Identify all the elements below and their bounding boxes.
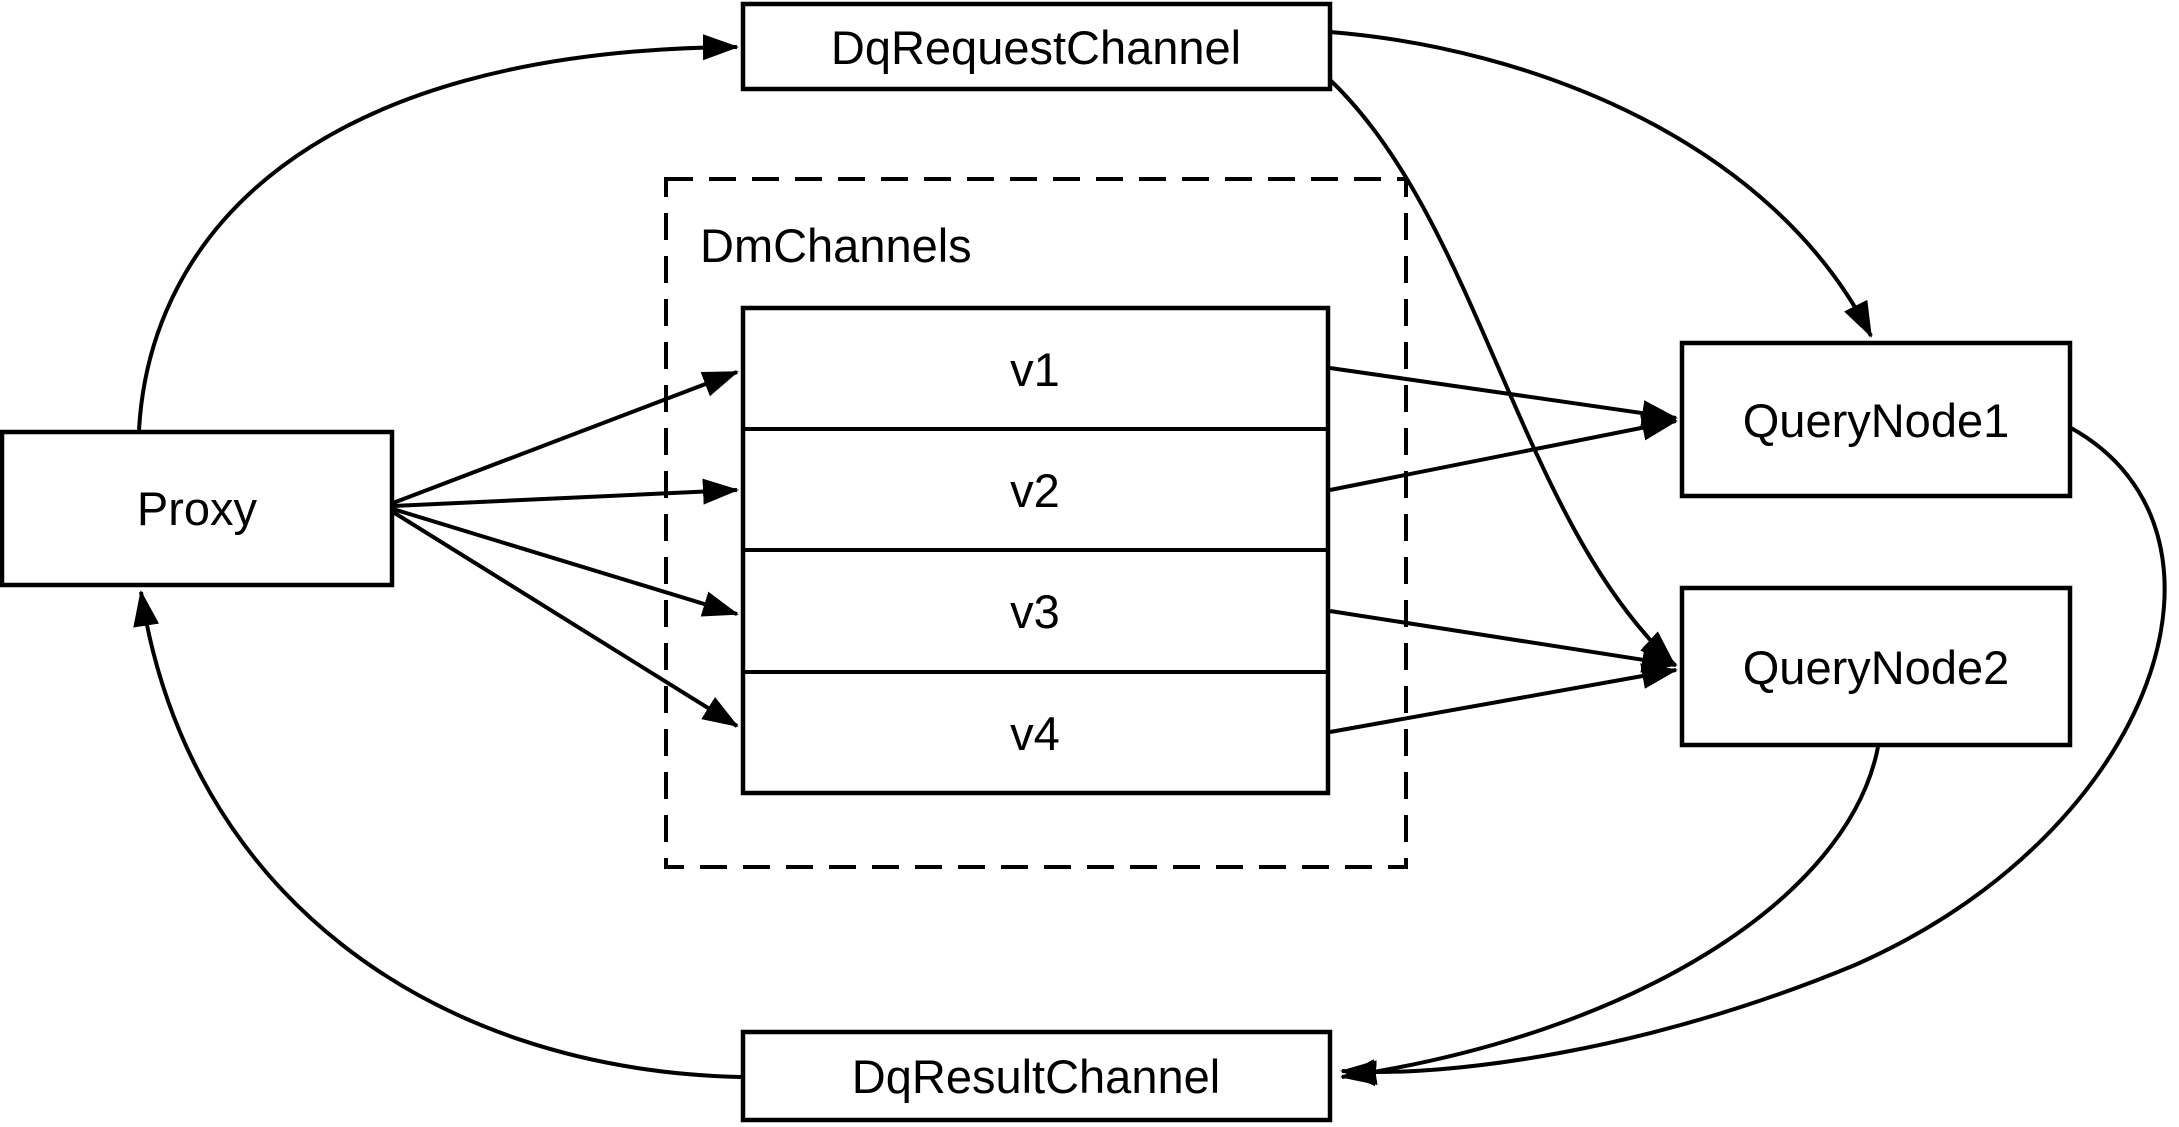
dm-channels-dashed-box — [664, 177, 1408, 869]
channel-v4-label: v4 — [1010, 707, 1060, 760]
edge-v2-to-query-node1 — [1329, 414, 1678, 492]
edge-proxy-to-dq-request-channel — [137, 34, 739, 431]
proxy-box — [0, 429, 395, 588]
dq-result-channel-box — [740, 1029, 1333, 1123]
proxy-label: Proxy — [137, 482, 258, 535]
node-proxy: Proxy — [0, 429, 395, 588]
dq-result-channel-label: DqResultChannel — [852, 1050, 1220, 1103]
dq-request-channel-box — [740, 1, 1333, 92]
edge-dq-request-channel-to-query-node1 — [1329, 30, 1873, 338]
edge-proxy-to-v3 — [392, 507, 739, 617]
edges-layer — [133, 30, 2167, 1087]
edge-v3-to-query-node2 — [1329, 609, 1678, 673]
node-dq-request-channel: DqRequestChannel — [740, 1, 1333, 92]
channel-v3-label: v3 — [1010, 585, 1060, 638]
node-dq-result-channel: DqResultChannel — [740, 1029, 1333, 1123]
edge-dq-request-channel-to-query-node2 — [1326, 76, 1676, 666]
query-node2-label: QueryNode2 — [1743, 641, 2010, 694]
query-node2-box — [1679, 585, 2073, 748]
query-node1-box — [1679, 340, 2073, 499]
edge-proxy-to-v4 — [391, 510, 739, 728]
edge-query-node2-to-dq-result-channel — [1340, 746, 1880, 1085]
edge-proxy-to-v2 — [392, 478, 739, 508]
node-query-node2: QueryNode2 — [1679, 585, 2073, 748]
channel-stack: v1 v2 v3 v4 — [740, 305, 1331, 796]
query-node1-label: QueryNode1 — [1743, 394, 2010, 447]
edge-proxy-to-v1 — [392, 370, 739, 505]
edge-v4-to-query-node2 — [1329, 663, 1678, 734]
node-query-node1: QueryNode1 — [1679, 340, 2073, 499]
channel-v2-label: v2 — [1010, 464, 1060, 517]
dq-request-channel-label: DqRequestChannel — [831, 21, 1241, 74]
group-dm-channels: DmChannels v1 v2 v3 v4 — [664, 177, 1408, 869]
dm-channels-label: DmChannels — [700, 219, 972, 272]
edge-query-node1-to-dq-result-channel — [1340, 426, 2167, 1087]
edge-dq-result-channel-to-proxy — [133, 590, 742, 1079]
channel-v1-label: v1 — [1010, 343, 1060, 396]
edge-v1-to-query-node1 — [1329, 366, 1678, 427]
